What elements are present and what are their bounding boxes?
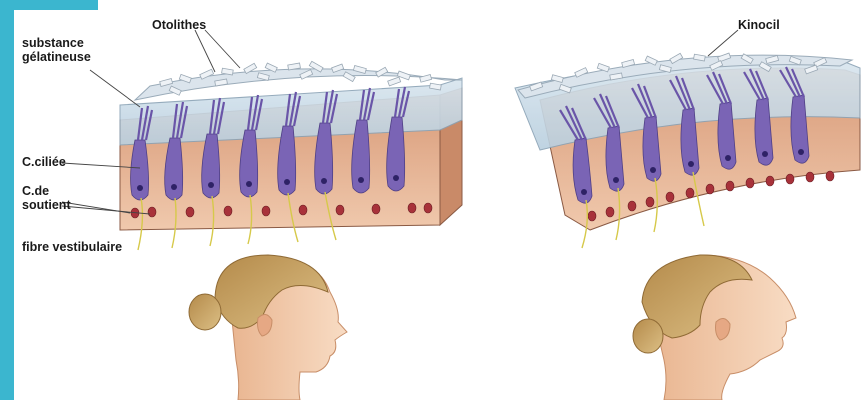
head-upright xyxy=(189,255,347,400)
label-cde-line2: soutient xyxy=(22,198,71,212)
label-kinocil: Kinocil xyxy=(738,18,780,32)
label-fibre-vestibulaire: fibre vestibulaire xyxy=(22,240,122,254)
head-tilted-back xyxy=(633,255,796,400)
label-cde-line1: C.de xyxy=(22,184,49,198)
label-otolithes: Otolithes xyxy=(152,18,206,32)
left-macula-block xyxy=(120,61,462,250)
right-macula-block xyxy=(515,53,860,248)
label-substance-line2: gélatineuse xyxy=(22,50,91,64)
label-cciliee: C.ciliée xyxy=(22,155,66,169)
label-substance-line1: substance xyxy=(22,36,84,50)
